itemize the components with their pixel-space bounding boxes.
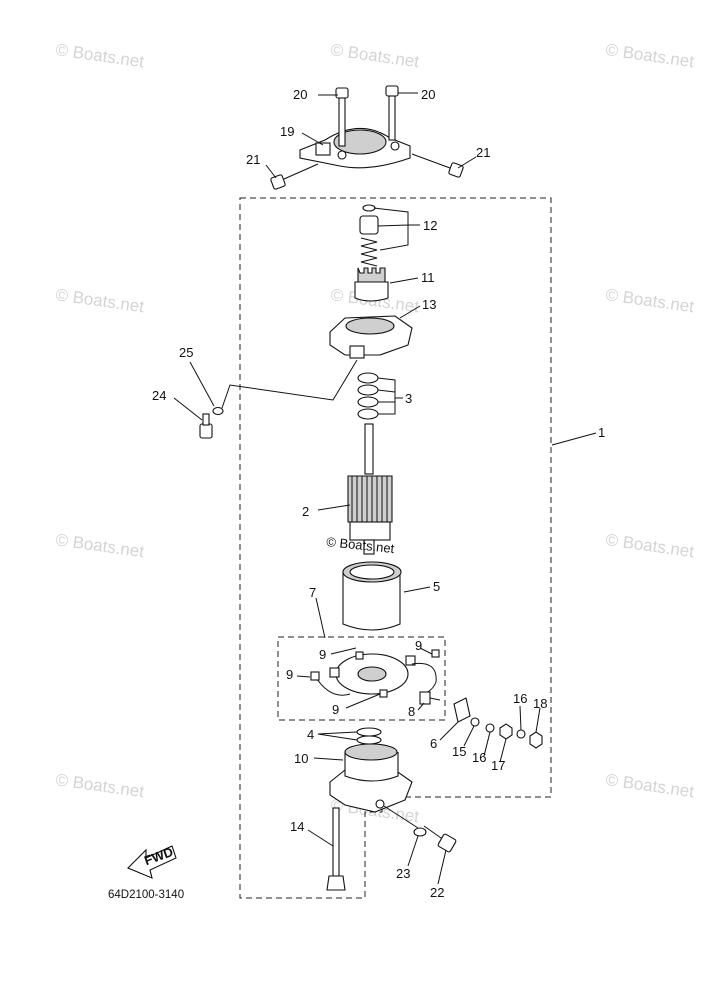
callout-21-left: 21: [246, 152, 260, 167]
diagram-code: 64D2100-3140: [108, 889, 184, 901]
callout-16-bottom: 16: [472, 750, 486, 765]
part-16a-washer: [485, 723, 495, 733]
callout-12: 12: [423, 218, 437, 233]
callout-9-left: 9: [286, 667, 293, 682]
callout-21-right: 21: [476, 145, 490, 160]
part-5-yoke: [342, 561, 402, 631]
callout-center-watermark: © Boats.net: [326, 534, 396, 556]
part-17-nut: [499, 723, 513, 740]
callout-14: 14: [290, 819, 304, 834]
watermark-8: © Boats.net: [604, 530, 695, 561]
part-25-washer: [212, 406, 224, 416]
part-2-armature: [347, 423, 393, 555]
bolt-20-right: [385, 85, 399, 141]
callout-8: 8: [408, 704, 415, 719]
callout-25: 25: [179, 345, 193, 360]
assembly-boundary: [239, 197, 552, 899]
callout-6: 6: [430, 736, 437, 751]
watermark-7: © Boats.net: [54, 530, 145, 561]
callouts: 20 20 19 21 21 12 11 13 25 24 3 1 2 © Bo…: [152, 87, 605, 900]
bolt-21-right: [411, 153, 464, 178]
callout-4: 4: [307, 727, 314, 742]
callout-9-top-left: 9: [319, 647, 326, 662]
watermark-11: © Boats.net: [604, 770, 695, 801]
part-13-housing: [329, 315, 413, 359]
callout-11: 11: [421, 270, 435, 285]
leader-lines: [173, 92, 597, 885]
part-18-nut: [529, 731, 543, 749]
watermark-3: © Boats.net: [604, 40, 695, 71]
callout-24: 24: [152, 388, 166, 403]
part-22-bolt: [423, 825, 457, 853]
part-7-brush-holder: [310, 649, 440, 698]
callout-7: 7: [309, 585, 316, 600]
part-12-spring-set: [359, 204, 379, 267]
watermark-6: © Boats.net: [604, 285, 695, 316]
part-16b-washer: [516, 729, 526, 739]
bolt-21-left: [270, 163, 319, 190]
callout-19: 19: [280, 124, 294, 139]
brush-holder-boundary: [277, 636, 446, 721]
leader-13-25: [221, 359, 358, 409]
watermark-4: © Boats.net: [54, 285, 145, 316]
callout-9-bottom: 9: [332, 702, 339, 717]
fwd-arrow: FWD: [127, 844, 177, 879]
part-6-plate: [453, 697, 471, 723]
bracket-19: [299, 127, 411, 169]
callout-20-right: 20: [421, 87, 435, 102]
part-8-terminal: [419, 691, 441, 705]
callout-23: 23: [396, 866, 410, 881]
callout-20-left: 20: [293, 87, 307, 102]
callout-10: 10: [294, 751, 308, 766]
part-11-pinion: [354, 267, 389, 302]
part-3-washers: [357, 372, 379, 420]
part-4-washers: [356, 727, 382, 745]
callout-3: 3: [405, 391, 412, 406]
callout-2: 2: [302, 504, 309, 519]
watermark-1: © Boats.net: [54, 40, 145, 71]
callout-16-top: 16: [513, 691, 527, 706]
callout-15: 15: [452, 744, 466, 759]
part-10-rear-cover: [329, 743, 413, 813]
watermark-9: © Boats.net: [54, 770, 145, 801]
leader-cover-23: [383, 805, 419, 829]
callout-18: 18: [533, 696, 547, 711]
callout-5: 5: [433, 579, 440, 594]
part-15-washer: [470, 717, 480, 727]
callout-22: 22: [430, 885, 444, 900]
callout-17: 17: [491, 758, 505, 773]
callout-13: 13: [422, 297, 436, 312]
callout-1: 1: [598, 425, 605, 440]
part-14-through-bolt: [326, 807, 346, 891]
part-24-bolt: [199, 413, 213, 439]
part-23-washer: [413, 827, 427, 837]
watermark-2: © Boats.net: [329, 40, 420, 71]
bolt-20-left: [335, 87, 349, 147]
callout-9-top-right: 9: [415, 638, 422, 653]
